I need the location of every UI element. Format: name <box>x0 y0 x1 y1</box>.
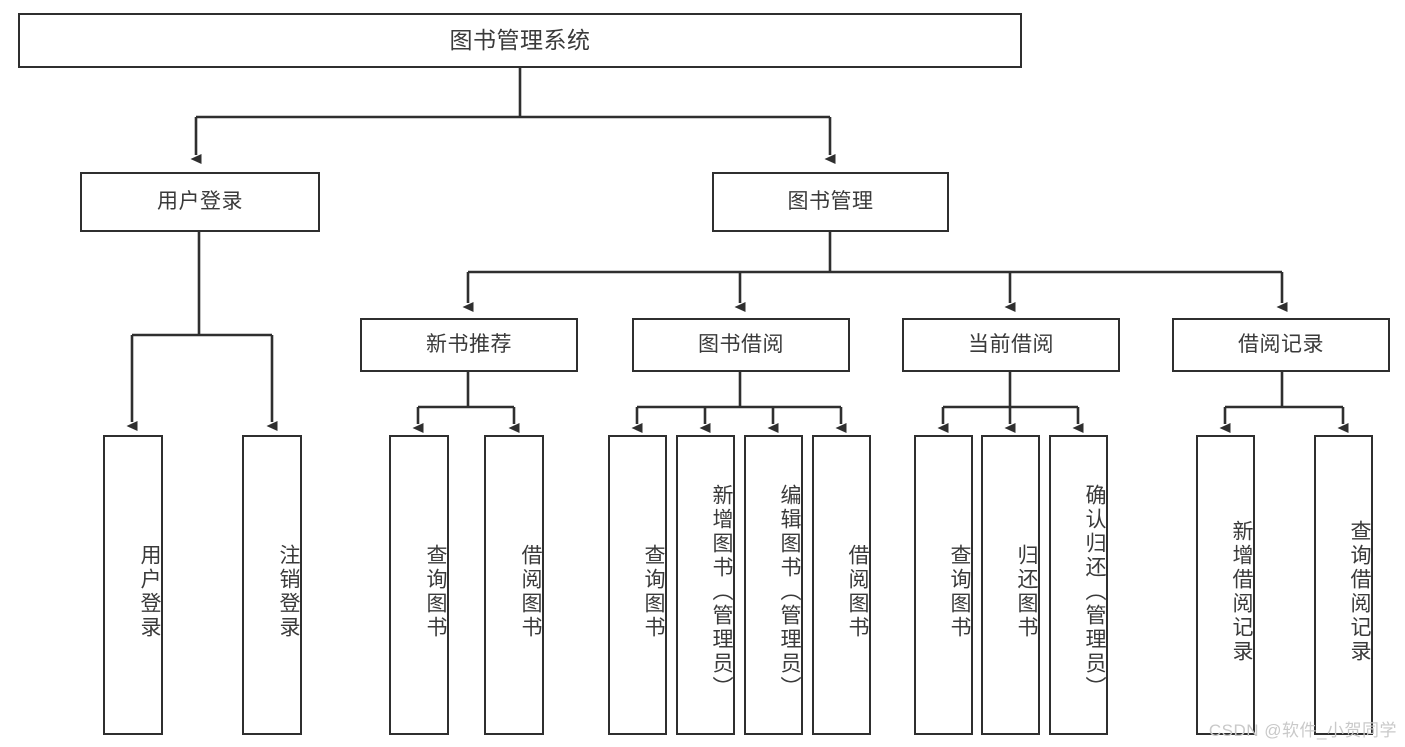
leaf-user-login-logout[interactable]: 注销登录 <box>242 435 302 735</box>
leaf-book-borrow-borrow[interactable]: 借阅图书 <box>812 435 871 735</box>
leaf-label: 注销登录 <box>277 544 300 640</box>
node-book-management-label: 图书管理 <box>787 189 874 213</box>
leaf-new-book-borrow[interactable]: 借阅图书 <box>484 435 544 735</box>
node-borrow-record-label: 借阅记录 <box>1238 332 1324 356</box>
watermark: CSDN @软件_小贺同学 <box>1208 721 1397 740</box>
leaf-label: 查询图书 <box>424 544 447 640</box>
node-book-management[interactable]: 图书管理 <box>712 172 949 232</box>
leaf-borrow-record-add[interactable]: 新增借阅记录 <box>1196 435 1255 735</box>
node-root-label: 图书管理系统 <box>449 26 591 53</box>
leaf-label: 用户登录 <box>138 544 161 640</box>
leaf-book-borrow-query[interactable]: 查询图书 <box>608 435 667 735</box>
node-new-book-recommend[interactable]: 新书推荐 <box>360 318 578 372</box>
leaf-label: 查询借阅记录 <box>1348 520 1371 664</box>
leaf-book-borrow-add[interactable]: 新增图书（管理员） <box>676 435 735 735</box>
leaf-label: 编辑图书（管理员） <box>778 484 801 700</box>
leaf-current-borrow-confirm[interactable]: 确认归还（管理员） <box>1049 435 1108 735</box>
leaf-new-book-query[interactable]: 查询图书 <box>389 435 449 735</box>
leaf-label: 借阅图书 <box>846 544 869 640</box>
leaf-label: 借阅图书 <box>519 544 542 640</box>
node-user-login-label: 用户登录 <box>157 189 243 213</box>
node-current-borrow[interactable]: 当前借阅 <box>902 318 1120 372</box>
leaf-label: 确认归还（管理员） <box>1083 484 1106 700</box>
leaf-label: 查询图书 <box>948 544 971 640</box>
node-user-login[interactable]: 用户登录 <box>80 172 320 232</box>
node-new-book-recommend-label: 新书推荐 <box>426 332 512 356</box>
node-current-borrow-label: 当前借阅 <box>968 332 1054 356</box>
leaf-label: 归还图书 <box>1015 544 1038 640</box>
node-book-borrow-label: 图书借阅 <box>698 332 784 356</box>
leaf-label: 新增借阅记录 <box>1230 520 1253 664</box>
leaf-borrow-record-query[interactable]: 查询借阅记录 <box>1314 435 1373 735</box>
leaf-label: 查询图书 <box>642 544 665 640</box>
node-book-borrow[interactable]: 图书借阅 <box>632 318 850 372</box>
leaf-label: 新增图书（管理员） <box>710 484 733 700</box>
node-root[interactable]: 图书管理系统 <box>18 13 1022 68</box>
leaf-book-borrow-edit[interactable]: 编辑图书（管理员） <box>744 435 803 735</box>
node-borrow-record[interactable]: 借阅记录 <box>1172 318 1390 372</box>
leaf-current-borrow-return[interactable]: 归还图书 <box>981 435 1040 735</box>
leaf-user-login-login[interactable]: 用户登录 <box>103 435 163 735</box>
leaf-current-borrow-query[interactable]: 查询图书 <box>914 435 973 735</box>
